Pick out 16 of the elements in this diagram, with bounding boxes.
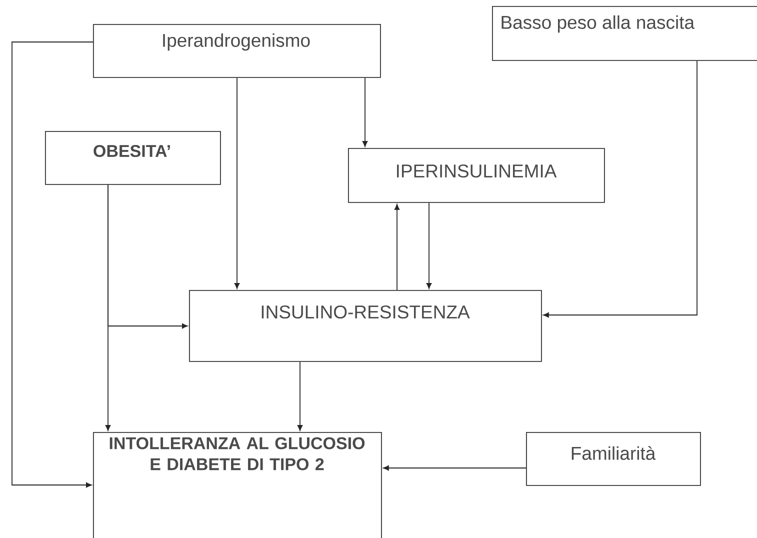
arrow bbox=[12, 42, 94, 488]
arrow bbox=[394, 204, 400, 290]
arrow bbox=[543, 60, 698, 318]
arrow bbox=[108, 184, 188, 329]
arrow bbox=[362, 77, 368, 147]
arrow bbox=[383, 465, 526, 471]
process-box: Iperandrogenismo bbox=[93, 24, 381, 78]
arrow bbox=[234, 77, 240, 289]
process-box: IPERINSULINEMIA bbox=[348, 148, 605, 203]
arrow bbox=[297, 361, 303, 431]
process-box: Basso peso alla nascita bbox=[492, 6, 757, 61]
process-box: INTOLLERANZA AL GLUCOSIO E DIABETE DI TIPO 2 bbox=[93, 432, 382, 538]
arrow bbox=[426, 202, 432, 289]
process-box: INSULINO-RESISTENZA bbox=[189, 290, 542, 362]
process-box: Familiarità bbox=[526, 432, 701, 486]
process-box: OBESITA’ bbox=[45, 131, 221, 185]
